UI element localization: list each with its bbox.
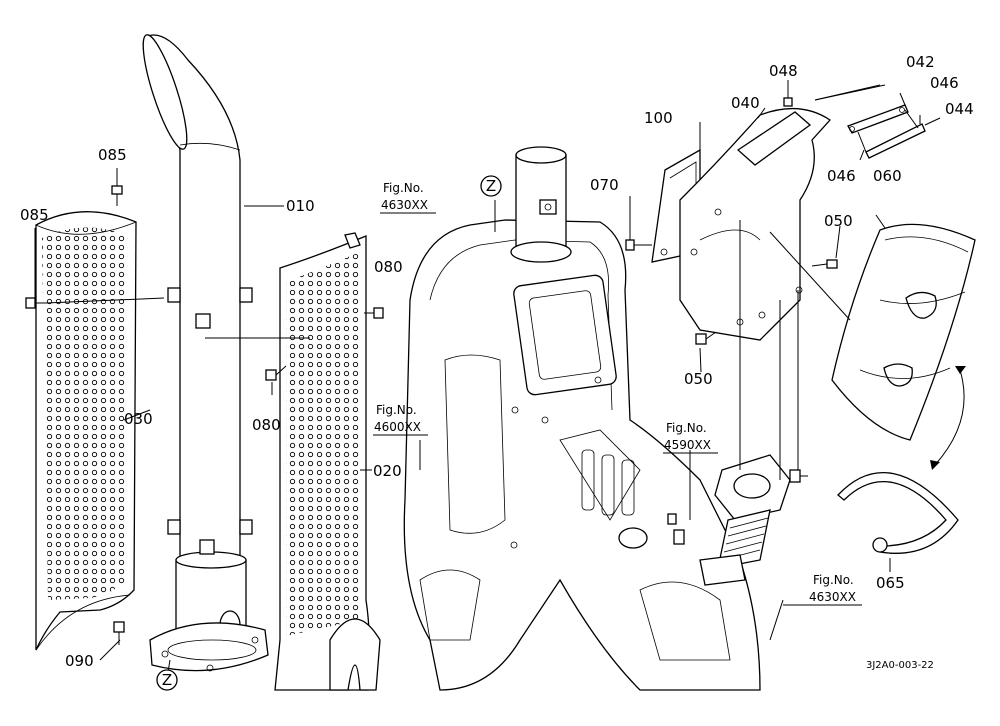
leader-lines-right [419, 80, 941, 641]
tailpipe-010 [142, 34, 269, 672]
bracket-042-044 [847, 104, 926, 159]
fig-ref-4590: Fig.No. 4590XX [663, 421, 718, 454]
callout-048: 048 [769, 62, 798, 80]
svg-text:4600XX: 4600XX [374, 420, 421, 434]
heat-shield-060 [831, 223, 976, 441]
callout-060: 060 [873, 167, 902, 185]
flex-pipe-connector [667, 454, 808, 586]
callout-050-left: 050 [684, 370, 713, 388]
svg-text:4630XX: 4630XX [809, 590, 856, 604]
svg-text:Fig.No.: Fig.No. [383, 181, 424, 195]
fig-ref-4600: Fig.No. 4600XX [373, 403, 428, 436]
callout-040: 040 [731, 94, 760, 112]
z-marker-1: Z [480, 175, 502, 197]
callout-020: 020 [373, 462, 402, 480]
callout-070: 070 [590, 176, 619, 194]
band-clamp-065 [837, 472, 959, 554]
exhaust-stub [510, 146, 572, 263]
callout-030: 030 [124, 410, 153, 428]
bolts [25, 185, 384, 645]
z-marker-2: Z [156, 669, 178, 691]
callout-046-top: 046 [930, 74, 959, 92]
svg-text:Fig.No.: Fig.No. [666, 421, 707, 435]
drawing-code: 3J2A0-003-22 [866, 660, 934, 671]
fig-ref-4630-top: Fig.No. 4630XX [380, 181, 436, 214]
callout-046-bottom: 046 [827, 167, 856, 185]
callout-050-right: 050 [824, 212, 853, 230]
z-marker-text: Z [486, 177, 496, 195]
callout-080-right: 080 [374, 258, 403, 276]
callout-090: 090 [65, 652, 94, 670]
callout-044: 044 [945, 100, 974, 118]
svg-text:Fig.No.: Fig.No. [813, 573, 854, 587]
callout-042: 042 [906, 53, 935, 71]
callout-100: 100 [644, 109, 673, 127]
heat-shield-020 [274, 232, 381, 691]
callout-010: 010 [286, 197, 315, 215]
leader-lines-left [34, 168, 372, 673]
svg-text:4630XX: 4630XX [381, 198, 428, 212]
callout-080-left: 080 [252, 416, 281, 434]
engine-housing [403, 219, 761, 691]
shield-plate-040 [679, 107, 831, 341]
callout-065: 065 [876, 574, 905, 592]
rotation-arrow [930, 366, 966, 470]
callout-085-top: 085 [98, 146, 127, 164]
callout-085-left: 085 [20, 206, 49, 224]
svg-text:4590XX: 4590XX [664, 438, 711, 452]
heat-shield-030 [35, 211, 137, 651]
fig-ref-4630-bottom: Fig.No. 4630XX [783, 573, 862, 606]
z-marker-text: Z [162, 671, 172, 689]
svg-text:Fig.No.: Fig.No. [376, 403, 417, 417]
